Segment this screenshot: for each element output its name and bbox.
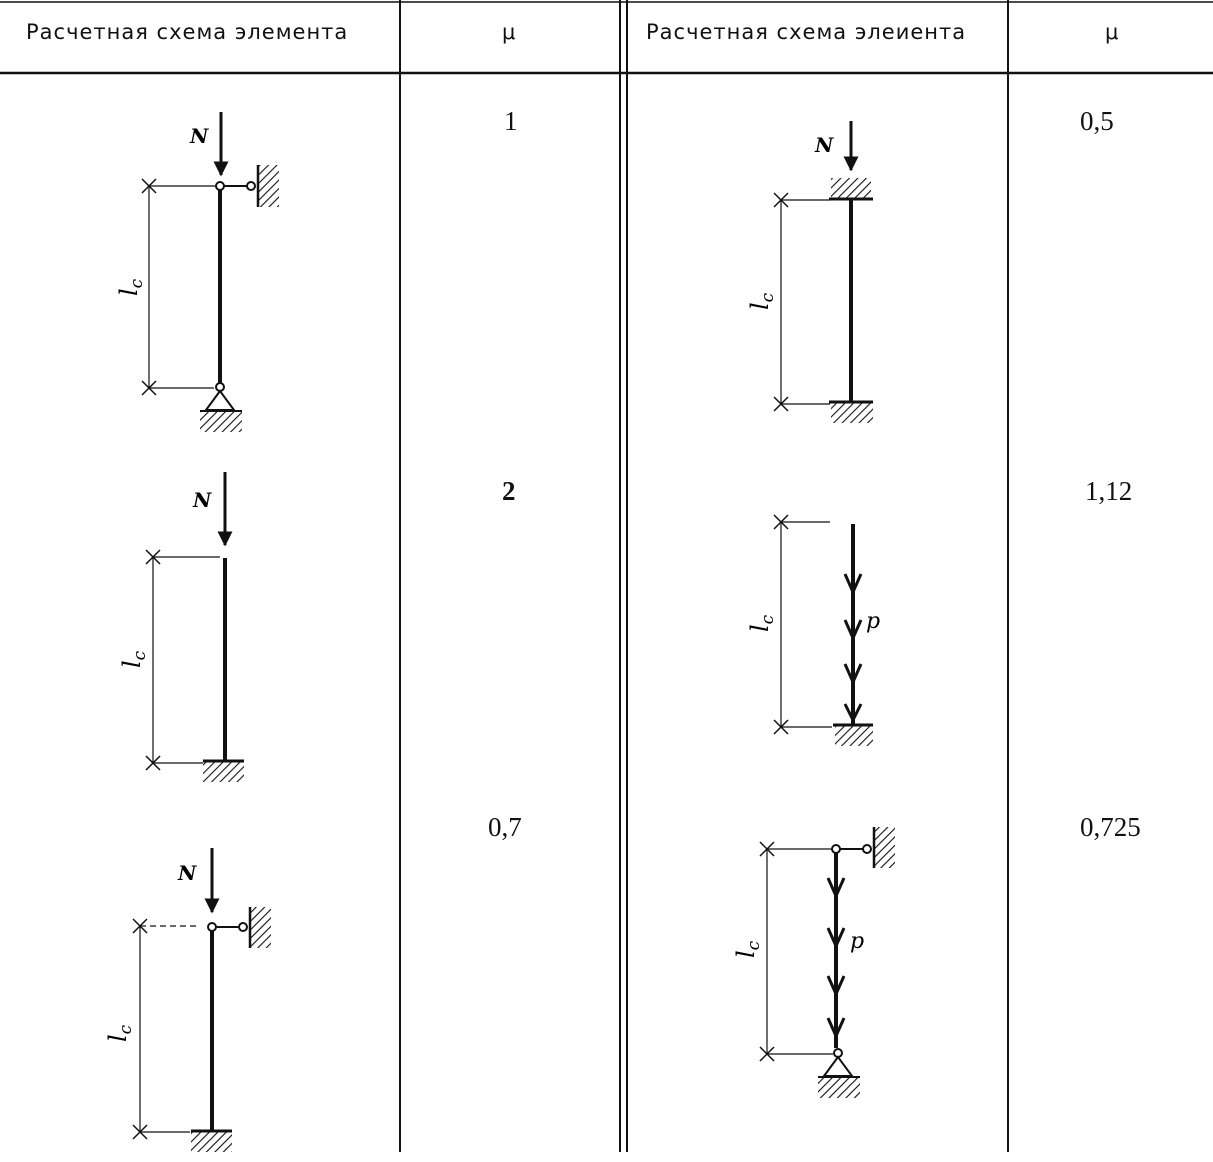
wall-hatch-icon (259, 165, 279, 207)
wall-hinge-icon (246, 181, 256, 191)
mu-value-right-1: 0,5 (1080, 106, 1114, 136)
force-label: N (192, 488, 212, 512)
load-arrow-icon (843, 663, 863, 686)
top-hinge-icon (207, 922, 217, 932)
load-arrow-icon (843, 619, 863, 642)
load-label: p (850, 929, 864, 954)
length-label: lc (118, 650, 150, 668)
top-hinge-icon (215, 181, 225, 191)
load-arrow-icon (826, 975, 846, 998)
pin-support-icon (204, 389, 236, 411)
wall-hatch-icon (875, 827, 895, 868)
ground-hatch-icon (200, 412, 242, 432)
force-label: N (189, 124, 209, 148)
pin-support-icon (822, 1055, 854, 1077)
header-mu-right: μ (1105, 20, 1120, 44)
force-label: N (814, 133, 834, 157)
header-scheme-left: Расчетная схема элемента (26, 20, 349, 44)
wall-hinge-icon (862, 844, 872, 854)
scheme-fixed-fixed: N lc (746, 121, 873, 423)
load-arrow-icon (826, 877, 846, 900)
fixed-support-hatch-icon (203, 762, 244, 782)
header-mu-left: μ (502, 20, 517, 44)
header-scheme-right: Расчетная схема элеиента (646, 20, 967, 44)
wall-hinge-icon (238, 922, 248, 932)
mu-value-right-3: 0,725 (1080, 812, 1141, 842)
scheme-pinned-pinned-distributed: p lc (732, 827, 895, 1098)
length-label: lc (746, 614, 778, 632)
ground-hatch-icon (818, 1078, 860, 1098)
scheme-fixed-pinned: N lc (104, 848, 271, 1152)
scheme-cantilever: N lc (118, 472, 244, 782)
mu-value-left-3: 0,7 (488, 812, 522, 842)
length-label: lc (115, 278, 147, 296)
length-label: lc (746, 292, 778, 310)
top-hatch-icon (831, 178, 871, 198)
fixed-support-hatch-icon (191, 1132, 232, 1152)
mu-value-right-2: 1,12 (1085, 476, 1133, 506)
top-hinge-icon (831, 844, 841, 854)
wall-hatch-icon (251, 907, 271, 948)
length-label: lc (104, 1024, 136, 1042)
mu-value-left-2: 2 (502, 476, 516, 506)
force-label: N (177, 861, 197, 885)
load-label: p (866, 609, 880, 634)
load-arrow-icon (826, 1017, 846, 1040)
load-arrow-icon (843, 573, 863, 596)
fixed-support-hatch-icon (835, 726, 873, 746)
bottom-hatch-icon (831, 403, 873, 423)
mu-value-left-1: 1 (504, 106, 518, 136)
scheme-cantilever-distributed: p lc (746, 514, 880, 746)
load-arrow-icon (843, 703, 863, 724)
length-label: lc (732, 940, 764, 958)
load-arrow-icon (826, 927, 846, 950)
scheme-pinned-pinned: N lc (115, 112, 279, 432)
